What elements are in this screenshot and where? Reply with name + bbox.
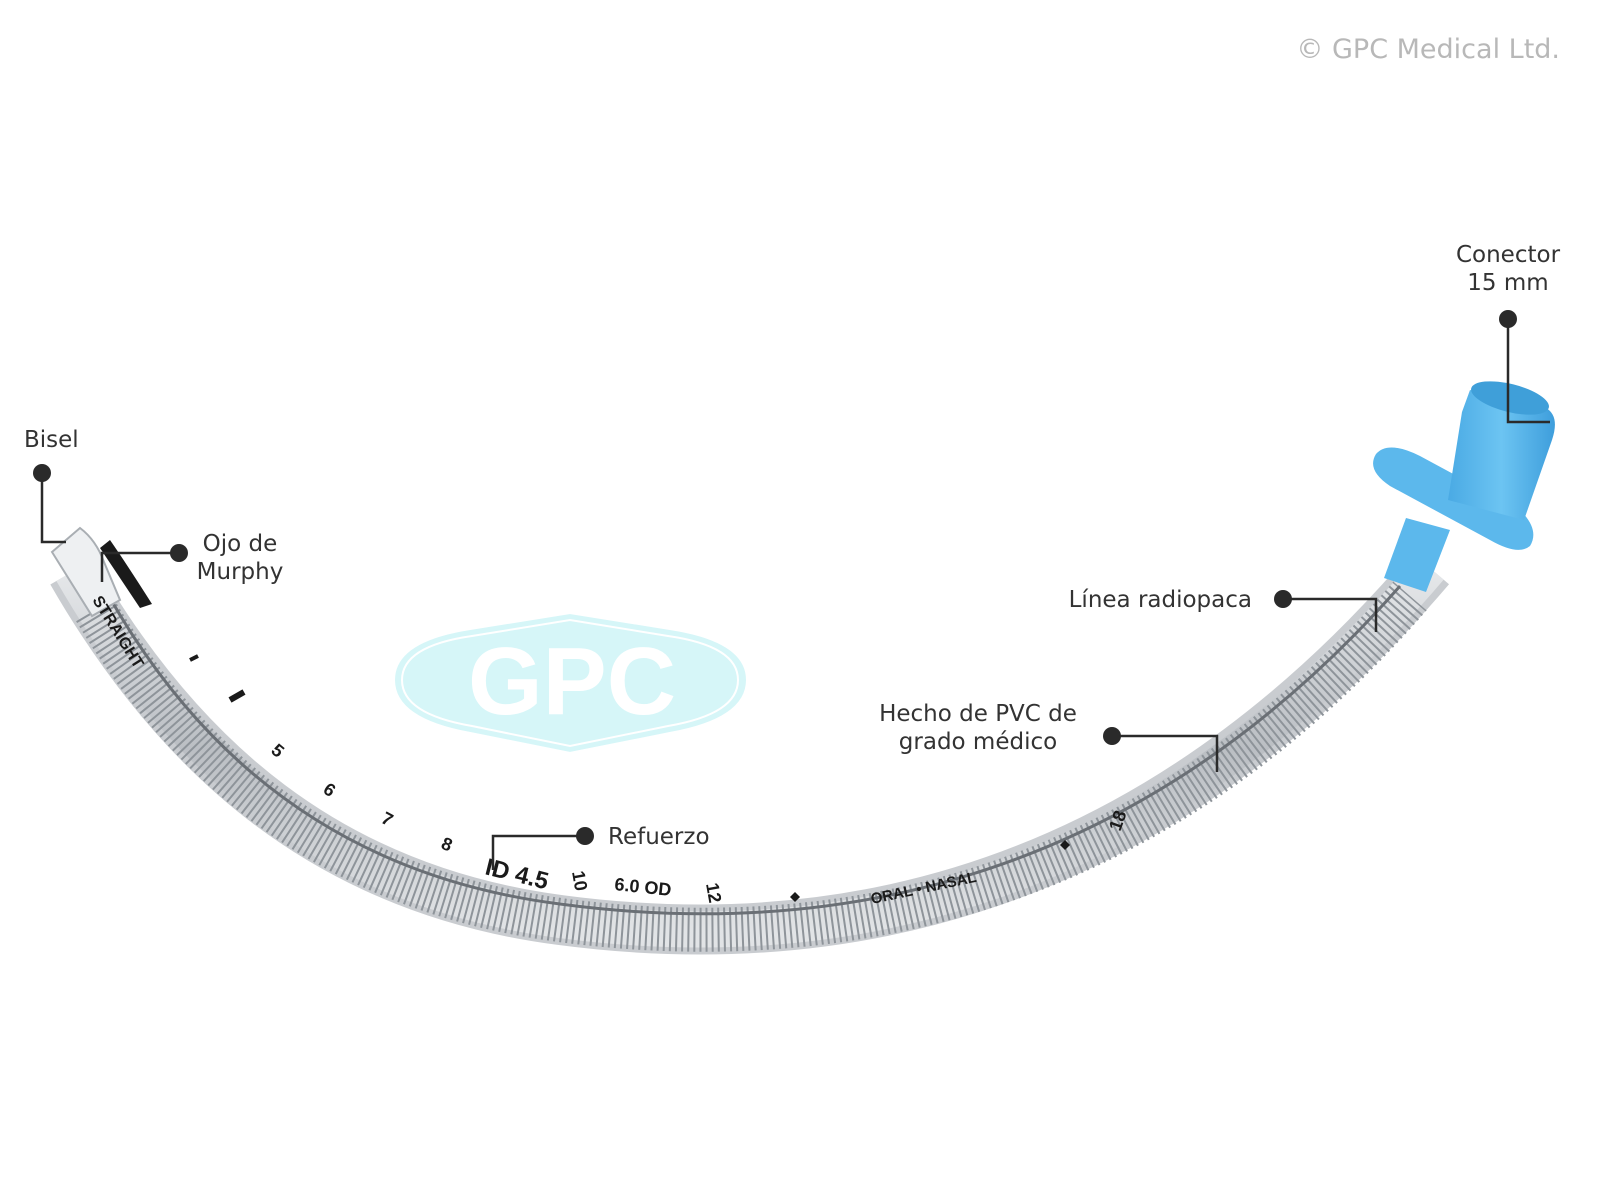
tube-mark-7: 7 <box>378 808 396 830</box>
callout-bisel: Bisel <box>24 427 79 544</box>
bevel-tip <box>50 526 122 618</box>
callout-murphy-label-1: Ojo de <box>203 531 278 557</box>
tube-mark-6: 6 <box>320 779 339 801</box>
callout-refuerzo: Refuerzo <box>491 824 710 870</box>
callout-pvc: Hecho de PVC de grado médico <box>879 701 1219 772</box>
tube-mark-diamond-2 <box>1060 840 1070 850</box>
callout-pvc-label-1: Hecho de PVC de <box>879 701 1077 727</box>
callout-conector: Conector 15 mm <box>1456 242 1561 424</box>
tube-mark-12: 12 <box>702 881 725 904</box>
gpc-watermark-logo: GPC <box>390 609 751 757</box>
radiopaque-stripe <box>108 585 1402 916</box>
tube-mark-diamond-1 <box>790 892 800 902</box>
tube-mark-od: 6.0 OD <box>614 874 673 900</box>
connector-15mm <box>1373 381 1555 592</box>
callout-pvc-leader <box>1112 734 1219 772</box>
endotracheal-tube: STRAIGHT 5 6 7 8 ID 4.5 10 6.0 OD 12 ORA… <box>50 381 1555 955</box>
copyright-text: © GPC Medical Ltd. <box>1296 34 1560 65</box>
callout-murphy-label-2: Murphy <box>197 559 284 585</box>
callout-bisel-label: Bisel <box>24 427 79 453</box>
murphy-eye <box>100 540 152 608</box>
callout-conector-label-2: 15 mm <box>1467 270 1548 296</box>
tube-mark-8: 8 <box>439 833 456 855</box>
tube-mark-tick-1 <box>228 689 246 703</box>
callout-murphy: Ojo de Murphy <box>100 531 284 585</box>
callout-conector-leader <box>1506 319 1550 424</box>
tube-mark-tick-2 <box>189 654 199 662</box>
callout-refuerzo-leader <box>491 834 585 870</box>
tube-mark-10: 10 <box>568 869 591 892</box>
callout-refuerzo-label: Refuerzo <box>608 824 710 850</box>
watermark-badge-inner-ring <box>400 618 740 748</box>
callout-radiopaca-leader <box>1283 597 1378 632</box>
callout-radiopaca-label: Línea radiopaca <box>1069 587 1252 613</box>
watermark-text: GPC <box>468 628 676 735</box>
callout-bisel-leader <box>40 473 66 544</box>
tube-mark-5: 5 <box>267 740 288 762</box>
watermark-badge <box>390 609 751 757</box>
callout-murphy-leader <box>100 551 179 582</box>
connector-neck <box>1384 518 1450 592</box>
connector-mouth <box>1471 381 1549 415</box>
callout-conector-label-1: Conector <box>1456 242 1561 268</box>
callout-pvc-label-2: grado médico <box>899 729 1057 755</box>
callout-radiopaca: Línea radiopaca <box>1069 587 1378 632</box>
